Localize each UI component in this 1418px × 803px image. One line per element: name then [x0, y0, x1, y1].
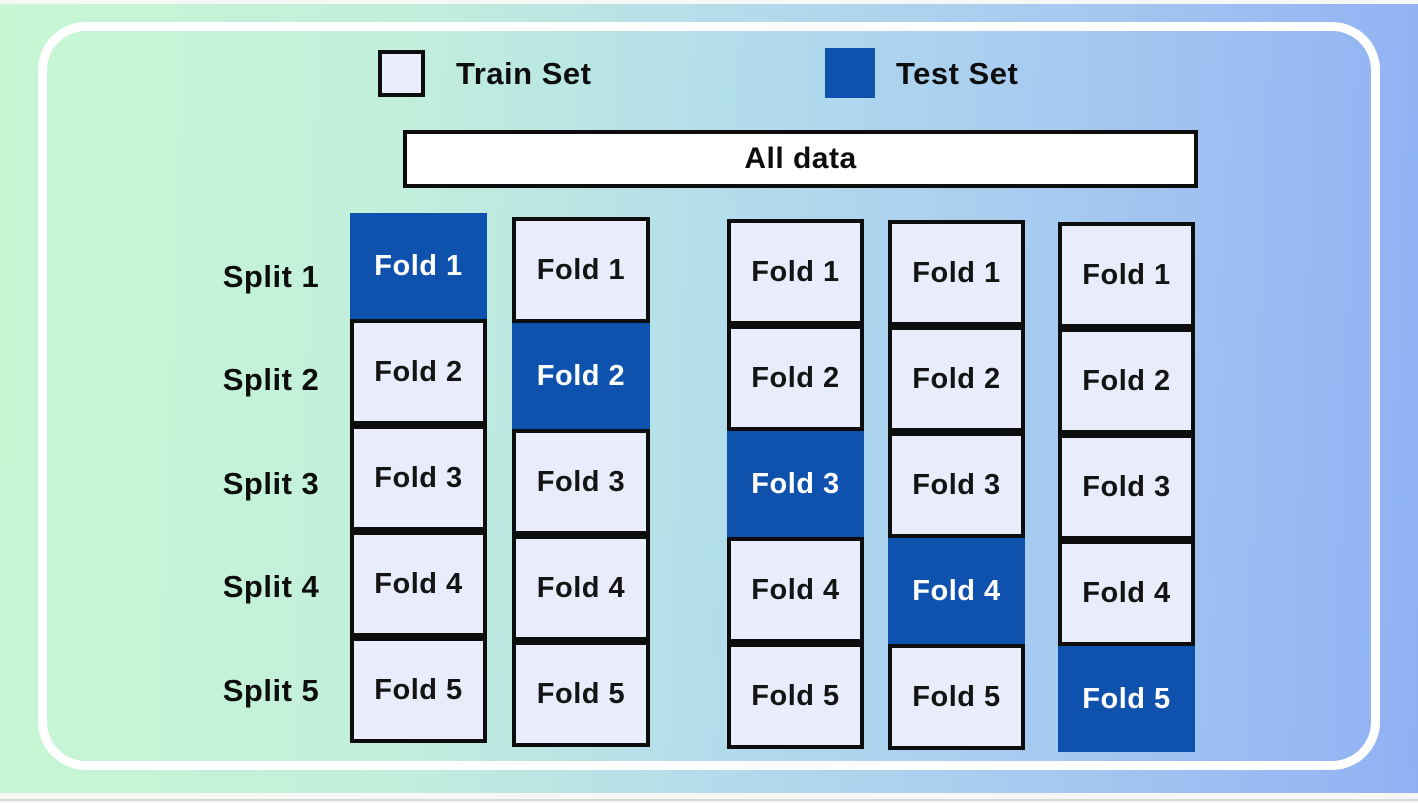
- fold-column-4: Fold 1 Fold 2 Fold 3 Fold 4 Fold 5: [888, 220, 1025, 750]
- fold-cell: Fold 3: [888, 432, 1025, 538]
- fold-column-3: Fold 1 Fold 2 Fold 3 Fold 4 Fold 5: [727, 219, 864, 749]
- fold-cell: Fold 4: [512, 535, 650, 641]
- train-set-swatch-icon: [378, 50, 425, 97]
- fold-cell: Fold 2: [350, 319, 487, 425]
- all-data-label: All data: [744, 142, 857, 175]
- test-set-swatch-icon: [825, 48, 875, 98]
- rounded-frame: [38, 22, 1380, 770]
- fold-cell: Fold 4: [350, 531, 487, 637]
- fold-cell: Fold 3: [350, 425, 487, 531]
- fold-cell: Fold 2: [727, 325, 864, 431]
- fold-cell: Fold 1: [727, 219, 864, 325]
- bottom-divider: [0, 799, 1418, 801]
- fold-column-1: Fold 1 Fold 2 Fold 3 Fold 4 Fold 5: [350, 213, 487, 743]
- fold-cell: Fold 1: [888, 220, 1025, 326]
- split-4-label: Split 4: [222, 569, 320, 604]
- fold-cell: Fold 5: [1058, 646, 1195, 752]
- fold-cell: Fold 5: [727, 643, 864, 749]
- test-set-label: Test Set: [896, 56, 1019, 91]
- fold-cell: Fold 3: [727, 431, 864, 537]
- fold-cell: Fold 1: [1058, 222, 1195, 328]
- fold-cell: Fold 3: [1058, 434, 1195, 540]
- train-set-label: Train Set: [456, 56, 592, 91]
- split-2-label: Split 2: [222, 362, 320, 397]
- split-3-label: Split 3: [222, 466, 320, 501]
- fold-cell: Fold 4: [727, 537, 864, 643]
- fold-cell: Fold 1: [350, 213, 487, 319]
- fold-column-2: Fold 1 Fold 2 Fold 3 Fold 4 Fold 5: [512, 217, 650, 747]
- fold-cell: Fold 2: [1058, 328, 1195, 434]
- fold-cell: Fold 3: [512, 429, 650, 535]
- split-5-label: Split 5: [222, 673, 320, 708]
- fold-cell: Fold 2: [888, 326, 1025, 432]
- fold-cell: Fold 1: [512, 217, 650, 323]
- fold-cell: Fold 5: [350, 637, 487, 743]
- fold-cell: Fold 5: [888, 644, 1025, 750]
- fold-cell: Fold 4: [888, 538, 1025, 644]
- fold-cell: Fold 5: [512, 641, 650, 747]
- fold-column-5: Fold 1 Fold 2 Fold 3 Fold 4 Fold 5: [1058, 222, 1195, 752]
- all-data-bar: All data: [403, 130, 1198, 188]
- split-1-label: Split 1: [222, 259, 320, 294]
- fold-cell: Fold 2: [512, 323, 650, 429]
- fold-cell: Fold 4: [1058, 540, 1195, 646]
